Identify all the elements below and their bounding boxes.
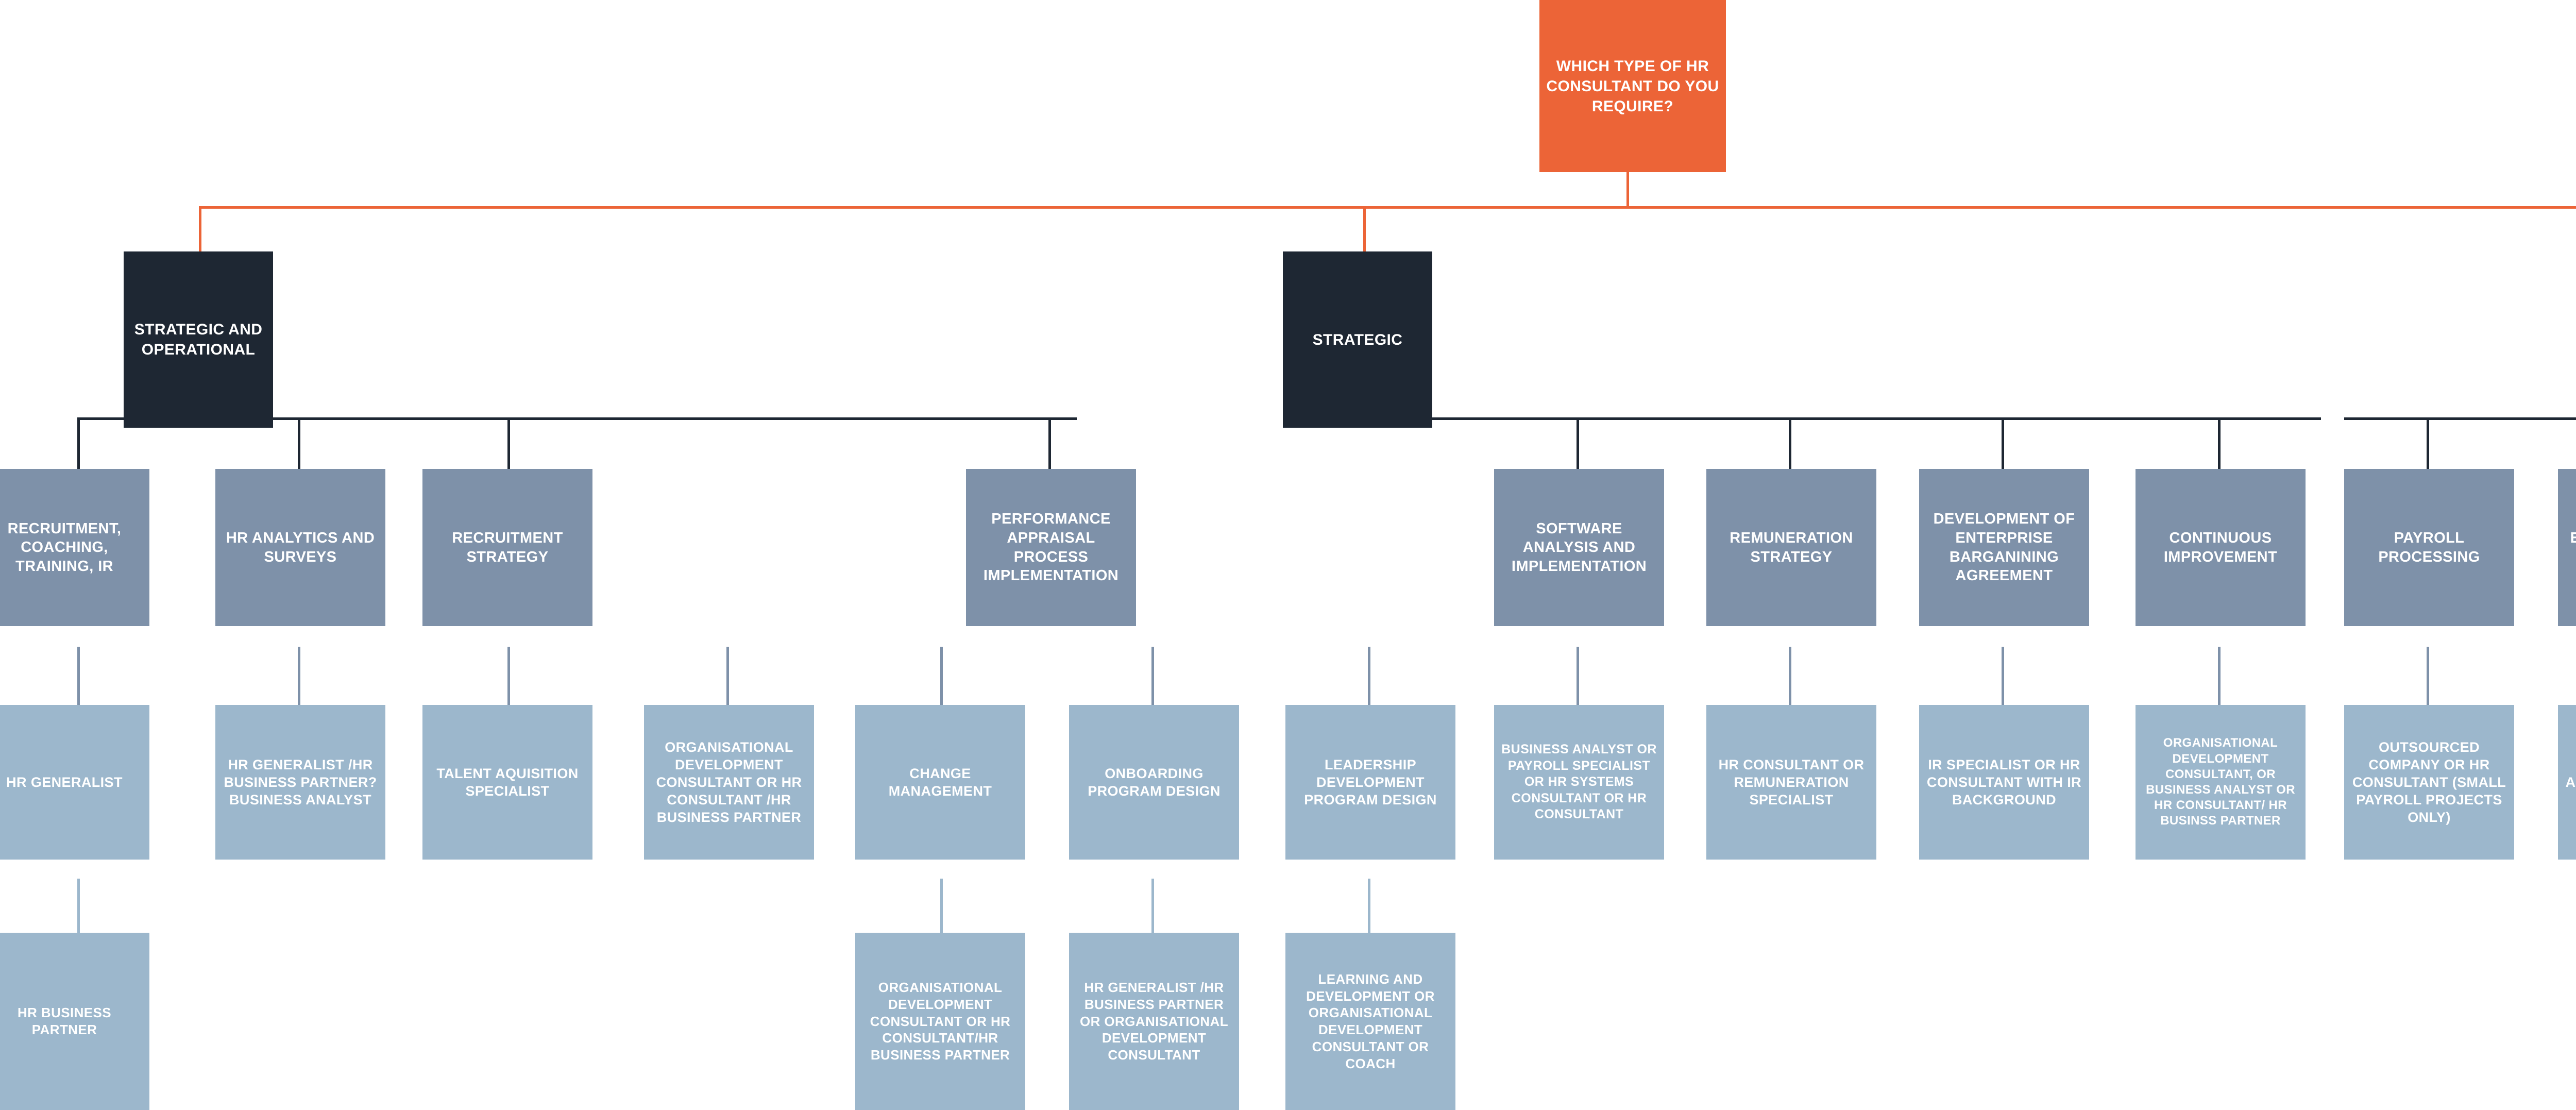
node-label: HR BUSINESS PARTNER <box>17 1005 112 1037</box>
node-od-consultant-bp[interactable]: ORGANISATIONAL DEVELOPMENT CONSULTANT OR… <box>855 933 1025 1110</box>
node-label: TALENT AQUISITION SPECIALIST <box>436 765 579 799</box>
node-hr-generalist-od[interactable]: HR GENERALIST /HR BUSINESS PARTNER OR OR… <box>1069 933 1239 1110</box>
connector-l4-1 <box>298 647 300 709</box>
connector-l5-1 <box>940 879 943 935</box>
node-label: CONTINUOUS IMPROVEMENT <box>2163 529 2278 565</box>
node-label: ORGANISATIONAL DEVELOPMENT CONSULTANT OR… <box>656 739 802 826</box>
node-label: DEVELOPMENT OF ENTERPRISE BARGANINING AG… <box>1933 511 2075 584</box>
node-label: ORGANISATIONAL DEVELOPMENT CONSULTANT OR… <box>870 980 1011 1063</box>
connector-main-bus <box>199 206 2576 209</box>
node-performance-appraisal[interactable]: PERFORMANCE APPRAISAL PROCESS IMPLEMENTA… <box>966 469 1136 626</box>
node-recruitment-strategy[interactable]: RECRUITMENT STRATEGY <box>422 469 592 626</box>
connector-l4-6 <box>1368 647 1370 709</box>
node-label: REMUNERATION STRATEGY <box>1730 529 1853 565</box>
node-label: PAYROLL PROCESSING <box>2378 529 2480 565</box>
connector-l4-5 <box>1151 647 1154 709</box>
node-hr-generalist-bp[interactable]: HR GENERALIST /HR BUSINESS PARTNER? BUSI… <box>215 705 385 860</box>
node-business-analyst-payroll[interactable]: BUSINESS ANALYST OR PAYROLL SPECIALIST O… <box>1494 705 1664 860</box>
node-enterprise-bargaining[interactable]: DEVELOPMENT OF ENTERPRISE BARGANINING AG… <box>1919 469 2089 626</box>
node-label: PERFORMANCE APPRAISAL PROCESS IMPLEMENTA… <box>983 511 1119 584</box>
node-hr-business-partner[interactable]: HR BUSINESS PARTNER <box>0 933 149 1110</box>
node-label: EMPLOYMENT LAW COMPLIANCE <box>2570 529 2576 546</box>
node-label: HR GENERALIST /HR BUSINESS PARTNER OR OR… <box>1080 980 1228 1063</box>
connector-l4-7 <box>1577 647 1579 709</box>
root-question-box[interactable]: WHICH TYPE OF HR CONSULTANT DO YOU REQUI… <box>1539 0 1726 172</box>
connector-l3-2 <box>507 417 510 474</box>
connector-bus-to-strategic-operational <box>199 206 201 251</box>
node-label: LEADERSHIP DEVELOPMENT PROGRAM DESIGN <box>1304 756 1437 808</box>
category-label: STRATEGIC <box>1312 331 1403 348</box>
node-change-management[interactable]: CHANGE MANAGEMENT <box>855 705 1025 860</box>
node-od-business-analyst[interactable]: ORGANISATIONAL DEVELOPMENT CONSULTANT, O… <box>2136 705 2306 860</box>
connector-l5-3 <box>1368 879 1370 935</box>
connector-l3-7 <box>2218 417 2221 474</box>
connector-l3-1 <box>298 417 300 474</box>
connector-l3-0 <box>77 417 80 474</box>
connector-l3-5 <box>1789 417 1791 474</box>
connector-l3-3 <box>1048 417 1051 474</box>
node-ir-specialist[interactable]: IR SPECIALIST OR HR CONSULTANT WITH IR B… <box>1919 705 2089 860</box>
node-label: MEMBERSHIP ASSOCIATIONS OR IR/ HR CONSUL… <box>2565 774 2576 790</box>
connector-bus-to-strategic <box>1363 206 1366 251</box>
node-label: BUSINESS ANALYST OR PAYROLL SPECIALIST O… <box>1501 742 1657 822</box>
node-remuneration-strategy[interactable]: REMUNERATION STRATEGY <box>1706 469 1876 626</box>
node-employment-law[interactable]: EMPLOYMENT LAW COMPLIANCE <box>2558 469 2576 626</box>
category-strategic-operational[interactable]: STRATEGIC AND OPERATIONAL <box>124 251 273 428</box>
node-label: IR SPECIALIST OR HR CONSULTANT WITH IR B… <box>1926 756 2082 808</box>
connector-strategic-link <box>1363 417 1580 420</box>
node-payroll-processing[interactable]: PAYROLL PROCESSING <box>2344 469 2514 626</box>
node-label: RECRUITMENT STRATEGY <box>452 529 563 565</box>
connector-l4-9 <box>2002 647 2004 709</box>
node-label: RECRUITMENT, COACHING, TRAINING, IR <box>7 520 122 575</box>
node-label: HR ANALYTICS AND SURVEYS <box>226 529 375 565</box>
connector-l4-4 <box>940 647 943 709</box>
node-label: HR GENERALIST <box>6 774 123 790</box>
node-label: HR GENERALIST /HR BUSINESS PARTNER? BUSI… <box>224 756 377 808</box>
node-hr-analytics[interactable]: HR ANALYTICS AND SURVEYS <box>215 469 385 626</box>
connector-l4-10 <box>2218 647 2221 709</box>
node-label: OUTSOURCED COMPANY OR HR CONSULTANT (SMA… <box>2352 739 2506 826</box>
node-label: ONBOARDING PROGRAM DESIGN <box>1088 765 1221 799</box>
node-hr-consultant-remuneration[interactable]: HR CONSULTANT OR REMUNERATION SPECIALIST <box>1706 705 1876 860</box>
node-label: CHANGE MANAGEMENT <box>888 765 992 799</box>
connector-sub-bus-so <box>77 417 1077 420</box>
connector-l4-0 <box>77 647 80 709</box>
node-hr-generalist[interactable]: HR GENERALIST <box>0 705 149 860</box>
connector-l4-8 <box>1789 647 1791 709</box>
connector-l4-2 <box>507 647 510 709</box>
node-learning-development[interactable]: LEARNING AND DEVELOPMENT OR ORGANISATION… <box>1285 933 1455 1110</box>
node-onboarding-design[interactable]: ONBOARDING PROGRAM DESIGN <box>1069 705 1239 860</box>
connector-l4-3 <box>726 647 729 709</box>
node-label: LEARNING AND DEVELOPMENT OR ORGANISATION… <box>1306 971 1435 1071</box>
node-label: ORGANISATIONAL DEVELOPMENT CONSULTANT, O… <box>2146 736 2295 828</box>
root-question-label: WHICH TYPE OF HR CONSULTANT DO YOU REQUI… <box>1546 57 1719 115</box>
connector-l3-8 <box>2427 417 2429 474</box>
node-membership-associations[interactable]: MEMBERSHIP ASSOCIATIONS OR IR/ HR CONSUL… <box>2558 705 2576 860</box>
connector-l3-4 <box>1577 417 1579 474</box>
connector-l4-11 <box>2427 647 2429 709</box>
node-talent-acquisition[interactable]: TALENT AQUISITION SPECIALIST <box>422 705 592 860</box>
node-leadership-design[interactable]: LEADERSHIP DEVELOPMENT PROGRAM DESIGN <box>1285 705 1455 860</box>
connector-sub-bus-operational <box>2344 417 2576 420</box>
node-continuous-improvement[interactable]: CONTINUOUS IMPROVEMENT <box>2136 469 2306 626</box>
node-outsourced-payroll[interactable]: OUTSOURCED COMPANY OR HR CONSULTANT (SMA… <box>2344 705 2514 860</box>
node-label: HR CONSULTANT OR REMUNERATION SPECIALIST <box>1718 756 1865 808</box>
connector-root-stem <box>1626 171 1629 208</box>
connector-l5-0 <box>77 879 80 935</box>
node-software-analysis[interactable]: SOFTWARE ANALYSIS AND IMPLEMENTATION <box>1494 469 1664 626</box>
connector-l5-2 <box>1151 879 1154 935</box>
connector-sub-bus-strategic <box>1574 417 2321 420</box>
category-strategic[interactable]: STRATEGIC <box>1283 251 1432 428</box>
node-od-consultant[interactable]: ORGANISATIONAL DEVELOPMENT CONSULTANT OR… <box>644 705 814 860</box>
node-recruitment-coaching[interactable]: RECRUITMENT, COACHING, TRAINING, IR <box>0 469 149 626</box>
connector-l3-6 <box>2002 417 2004 474</box>
node-label: SOFTWARE ANALYSIS AND IMPLEMENTATION <box>1511 520 1647 575</box>
category-label: STRATEGIC AND OPERATIONAL <box>134 321 263 358</box>
